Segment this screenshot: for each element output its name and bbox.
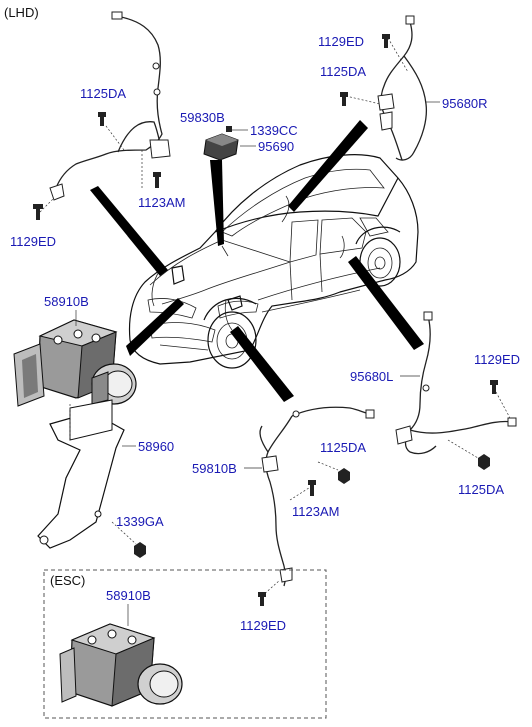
yaw-rate-sensor [203,126,256,161]
bolt-1129ED-left [33,204,43,220]
car-illustration [128,154,419,369]
part-label-58960: 58960 [138,439,174,454]
hecu-bracket [37,399,136,549]
bolt-1125DA-top-right [340,92,348,106]
part-label-1129ED-bottom: 1129ED [240,618,286,633]
part-label-58910B: 58910B [44,294,89,309]
part-label-59830B: 59830B [180,110,225,125]
bolt-1125DA-right [478,454,490,470]
wheel-speed-sensor-rear-left [395,311,517,459]
bolt-1123AM-top [153,172,161,188]
part-label-1125DA-top-right: 1125DA [320,64,366,79]
part-label-1125DA-top-left: 1125DA [80,86,126,101]
part-label-1129ED-top-right: 1129ED [318,34,364,49]
hecu-esc-module [59,604,183,707]
esc-variant-box [43,569,327,719]
part-label-1125DA-bottom: 1125DA [320,440,366,455]
part-label-95690: 95690 [258,139,294,154]
bolt-1129ED-top-right [382,34,390,48]
wheel-speed-sensor-front-left [39,11,171,213]
bolt-1339GA [111,521,146,558]
bolt-1129ED-bottom [258,592,266,606]
variant-label: (LHD) [4,5,39,20]
bolt-1125DA-top-left [98,112,106,126]
part-label-59810B: 59810B [192,461,237,476]
part-label-1125DA-right: 1125DA [458,482,504,497]
bolt-1129ED-right [490,380,498,394]
part-label-58910B-esc: 58910B [106,588,151,603]
part-label-95680L: 95680L [350,369,393,384]
part-label-1123AM-bottom: 1123AM [292,504,339,519]
part-label-1123AM-top: 1123AM [138,195,185,210]
callout-pointers [90,120,424,402]
part-label-95680R: 95680R [442,96,488,111]
part-label-1339CC: 1339CC [250,123,298,138]
wheel-speed-sensor-front-right [244,406,375,597]
part-label-1129ED-left: 1129ED [10,234,56,249]
part-label-1339GA: 1339GA [116,514,164,529]
hecu-abs-module [13,310,137,407]
part-label-1129ED-right: 1129ED [474,352,520,367]
bolt-1123AM-bottom [308,480,316,496]
wheel-speed-sensor-rear-right [345,15,440,161]
bolt-1125DA-bottom [338,468,350,484]
esc-box-label: (ESC) [50,573,85,588]
